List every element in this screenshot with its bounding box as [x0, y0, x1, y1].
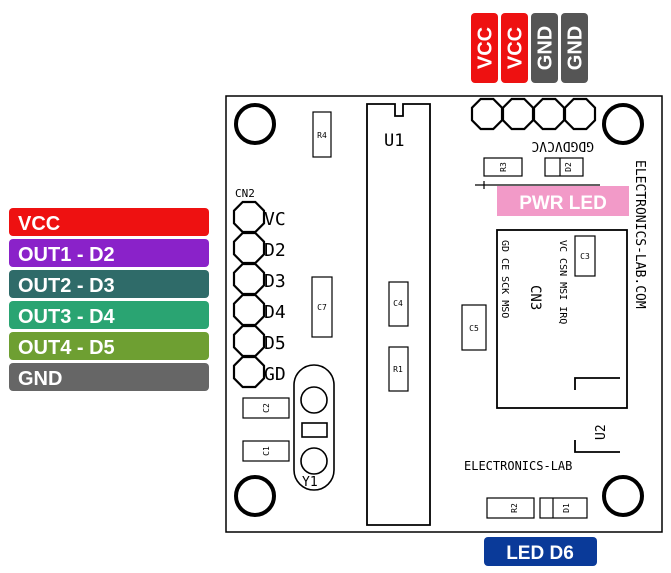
pcb-outline: [225, 95, 663, 533]
c2-label: C2: [262, 403, 271, 413]
u1-label: U1: [384, 131, 404, 151]
c1-component: [242, 440, 290, 462]
c4-component: [388, 281, 409, 327]
top-pin-label-text: GND: [535, 26, 557, 70]
r2-label: R2: [510, 503, 519, 513]
mounting-holes: [234, 103, 644, 517]
top-header-pad: [470, 97, 504, 131]
left-pin-label-bar: [9, 363, 209, 391]
mounting-hole-top-left: [234, 103, 276, 145]
c5-component: [461, 304, 487, 351]
cn2-pad: [232, 324, 266, 358]
u1-footprint: [366, 103, 431, 526]
pwr-led-badge: [497, 186, 629, 216]
c7-label: C7: [317, 303, 327, 312]
top-header-pad: [501, 97, 535, 131]
led-d6-badge-text: LED D6: [506, 543, 574, 564]
top-pin-label-bar: [531, 13, 558, 83]
cn2-pad: [232, 293, 266, 327]
left-pin-label-bar: [9, 332, 209, 360]
d1-component: [539, 497, 588, 519]
c4-label: C4: [393, 299, 403, 308]
mounting-hole-top-right: [602, 103, 644, 145]
top-pin-label-bar: [501, 13, 528, 83]
cn2-pin-label: VC: [264, 209, 286, 230]
c3-component: [574, 235, 596, 277]
cn3-pins-row2: VC CSN MSI IRQ: [557, 240, 568, 324]
left-pin-labels: VCC OUT1 - D2 OUT2 - D3 OUT3 - D4 OUT4 - D5 G…: [9, 208, 209, 391]
left-pin-label-text: GND: [18, 368, 62, 390]
c7-component: [311, 276, 333, 338]
cn2-pad: [232, 231, 266, 265]
left-pin-label-bar: [9, 270, 209, 298]
mounting-hole-bottom-right: [602, 475, 644, 517]
c5-label: C5: [469, 324, 479, 333]
top-pin-label-bar: [561, 13, 588, 83]
r4-component: [312, 111, 332, 158]
cn3-pins-row1: GD CE SCK MSO: [499, 240, 510, 318]
brand-bottom-text: ELECTRONICS-LAB: [464, 459, 572, 473]
top-pin-label-bar: [471, 13, 498, 83]
u2-outline-bottom: [574, 440, 620, 453]
top-header-pad: [563, 97, 597, 131]
r1-label: R1: [393, 365, 403, 374]
cn2-pin-label: D3: [264, 271, 286, 292]
brand-vertical-text: ELECTRONICS-LAB.COM: [632, 160, 647, 309]
led-d6-badge: [484, 537, 597, 566]
y1-crystal: [293, 364, 335, 491]
r1-component: [388, 346, 409, 392]
d2-label: D2: [564, 162, 573, 172]
c2-component: [242, 397, 290, 419]
pwr-led-badge-text: PWR LED: [519, 193, 607, 214]
left-pin-label-text: OUT1 - D2: [18, 244, 115, 266]
d2-component: [544, 157, 584, 177]
top-pin-label-text: VCC: [505, 27, 527, 69]
r2-component: [486, 497, 535, 519]
y1-label: Y1: [302, 475, 318, 490]
left-pin-label-text: OUT4 - D5: [18, 337, 115, 359]
cn2-pin-label: D5: [264, 333, 286, 354]
top-header-pad: [532, 97, 566, 131]
left-pin-label-bar: [9, 239, 209, 267]
top-pin-label-text: GND: [565, 26, 587, 70]
cn2-title: CN2: [235, 187, 255, 200]
u2-label: U2: [594, 424, 609, 440]
u2-outline-top: [574, 377, 620, 390]
top-pin-header: [470, 97, 597, 131]
top-pin-label-text: VCC: [475, 27, 497, 69]
left-pin-label-bar: [9, 301, 209, 329]
c3-label: C3: [580, 252, 590, 261]
left-pin-label-text: OUT3 - D4: [18, 306, 116, 328]
c1-label: C1: [262, 446, 271, 456]
mounting-hole-bottom-left: [234, 475, 276, 517]
top-header-silk: GDGDVCVC: [531, 138, 594, 153]
cn3-title: CN3: [527, 285, 543, 310]
cn3-module: [496, 229, 628, 409]
r3-component: [483, 157, 523, 177]
cn2-pad: [232, 355, 266, 389]
cn2-pin-label: D4: [264, 302, 286, 323]
d1-label: D1: [562, 503, 571, 513]
r3-label: R3: [499, 162, 508, 172]
left-pin-label-text: OUT2 - D3: [18, 275, 115, 297]
r4-label: R4: [317, 131, 327, 140]
left-pin-label-bar: [9, 208, 209, 236]
top-pin-labels: VCC VCC GND GND: [471, 13, 588, 83]
cn2-pad: [232, 200, 266, 234]
left-pin-label-text: VCC: [18, 213, 60, 235]
cn2-pin-label: D2: [264, 240, 286, 261]
cn2-pad: [232, 262, 266, 296]
cn2-pin-label: GD: [264, 364, 286, 385]
